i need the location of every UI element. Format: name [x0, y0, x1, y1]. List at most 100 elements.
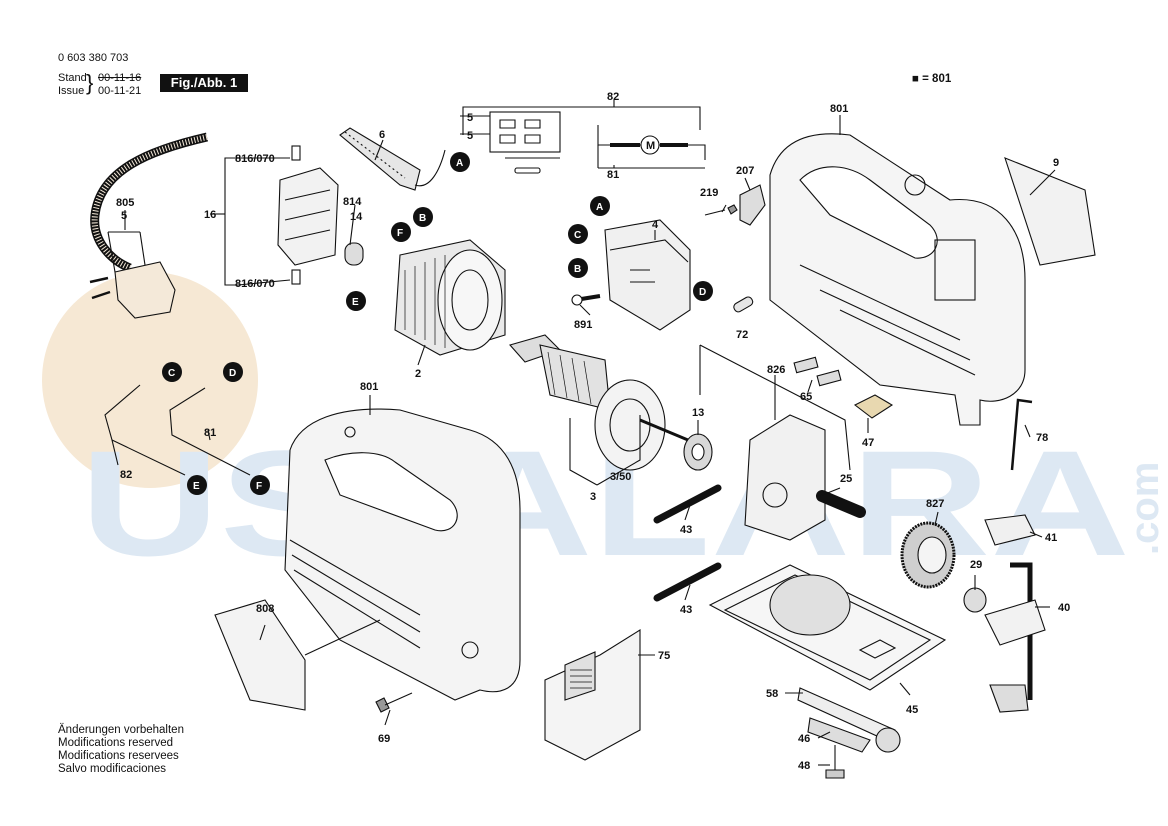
- drive-gear: [900, 521, 987, 613]
- svg-text:F: F: [397, 228, 403, 239]
- callout-5-schematic-b: 5: [467, 130, 473, 142]
- cable-clamp: [739, 184, 766, 226]
- callout-41: 41: [1045, 532, 1057, 544]
- callout-816-upper: 816/070: [235, 153, 275, 165]
- callout-29: 29: [970, 559, 982, 571]
- marker-a-module: A: [590, 196, 610, 216]
- legend-label: ■ = 801: [912, 73, 952, 85]
- marker-c-module: C: [568, 224, 588, 244]
- note-french: Modifications reservees: [58, 750, 179, 762]
- watermark-suffix: .com: [1123, 462, 1167, 555]
- callout-40: 40: [1058, 602, 1070, 614]
- pin-72: [733, 296, 754, 313]
- callout-43-lower: 43: [680, 604, 692, 616]
- callout-81: 81: [204, 427, 216, 439]
- marker-e-field: E: [346, 291, 366, 311]
- lead-82: [104, 384, 186, 476]
- svg-text:B: B: [574, 264, 581, 275]
- clamp-46: [807, 717, 871, 753]
- figure-label: Fig./Abb. 1: [160, 74, 248, 92]
- svg-text:A: A: [456, 158, 463, 169]
- wiring-schematic: [460, 106, 706, 174]
- callout-65: 65: [800, 391, 812, 403]
- callout-816-lower: 816/070: [235, 278, 275, 290]
- callout-82-schematic: 82: [607, 91, 619, 103]
- callout-827: 827: [926, 498, 944, 510]
- callout-3-50: 3/50: [610, 471, 631, 483]
- callout-58: 58: [766, 688, 778, 700]
- part-number: 0 603 380 703: [58, 52, 129, 64]
- callout-2: 2: [415, 368, 421, 380]
- callout-25: 25: [840, 473, 852, 485]
- callout-4: 4: [652, 219, 659, 231]
- power-cord: [89, 132, 209, 319]
- marker-b-module: B: [568, 258, 588, 278]
- chip-guard: [544, 629, 641, 761]
- callout-801-upper: 801: [830, 103, 848, 115]
- base-plate: [708, 564, 947, 691]
- marker-d-lead: D: [223, 362, 243, 382]
- marker-f-switch: F: [391, 222, 411, 242]
- screw-69: [375, 692, 413, 713]
- housing-half-right: [769, 133, 1026, 426]
- callout-13: 13: [692, 407, 704, 419]
- svg-text:E: E: [193, 481, 200, 492]
- cover-808: [214, 599, 306, 711]
- callout-5-cord: 5: [121, 210, 127, 222]
- marker-a-cable: A: [450, 152, 470, 172]
- cable-guard: [339, 127, 446, 191]
- stand-label: Stand: [58, 72, 87, 84]
- callout-219: 219: [700, 187, 718, 199]
- watermark-disc: [42, 272, 258, 488]
- callout-3: 3: [590, 491, 596, 503]
- rod-78: [1010, 398, 1033, 471]
- lead-81: [169, 387, 251, 476]
- switch-assembly: [277, 145, 364, 285]
- callout-47: 47: [862, 437, 874, 449]
- note-spanish: Salvo modificaciones: [58, 763, 167, 775]
- housing-half-left: [284, 408, 521, 701]
- base-plate-insert: [1004, 157, 1096, 266]
- housing-screw: [704, 204, 738, 216]
- callout-45: 45: [906, 704, 918, 716]
- marker-c-lead: C: [162, 362, 182, 382]
- stand-date: 00-11-16: [98, 72, 142, 84]
- svg-text:A: A: [596, 202, 603, 213]
- svg-text:B: B: [419, 213, 426, 224]
- svg-text:E: E: [352, 297, 359, 308]
- callout-75: 75: [658, 650, 670, 662]
- electronic-module: [571, 219, 691, 331]
- clamp-eccentric: [875, 727, 901, 753]
- callout-48: 48: [798, 760, 810, 772]
- callout-82: 82: [120, 469, 132, 481]
- marker-f-lead: F: [250, 475, 270, 495]
- callout-81-schematic: 81: [607, 169, 619, 181]
- plunger-40: [984, 562, 1046, 713]
- callout-72: 72: [736, 329, 748, 341]
- armature: [509, 334, 713, 486]
- bracket-glyph: }: [86, 70, 94, 95]
- brush-holder-41: [984, 514, 1036, 546]
- callout-801-front: 801: [360, 381, 378, 393]
- gear-housing: [699, 344, 851, 541]
- svg-text:D: D: [699, 287, 706, 298]
- guide-roller-47: [853, 394, 894, 419]
- callout-6: 6: [379, 129, 385, 141]
- callout-814: 814: [343, 196, 362, 208]
- callout-891: 891: [574, 319, 592, 331]
- pin-25: [816, 490, 866, 518]
- callout-9: 9: [1053, 157, 1059, 169]
- marker-b-switch: B: [413, 207, 433, 227]
- callout-43-upper: 43: [680, 524, 692, 536]
- note-german: Änderungen vorbehalten: [58, 724, 184, 736]
- callout-808: 808: [256, 603, 274, 615]
- callout-69: 69: [378, 733, 390, 745]
- note-english: Modifications reserved: [58, 737, 174, 749]
- svg-text:C: C: [574, 230, 581, 241]
- screw-48: [825, 745, 845, 779]
- callout-207: 207: [736, 165, 754, 177]
- motor-field: [394, 239, 506, 356]
- callout-805: 805: [116, 197, 134, 209]
- callout-46: 46: [798, 733, 810, 745]
